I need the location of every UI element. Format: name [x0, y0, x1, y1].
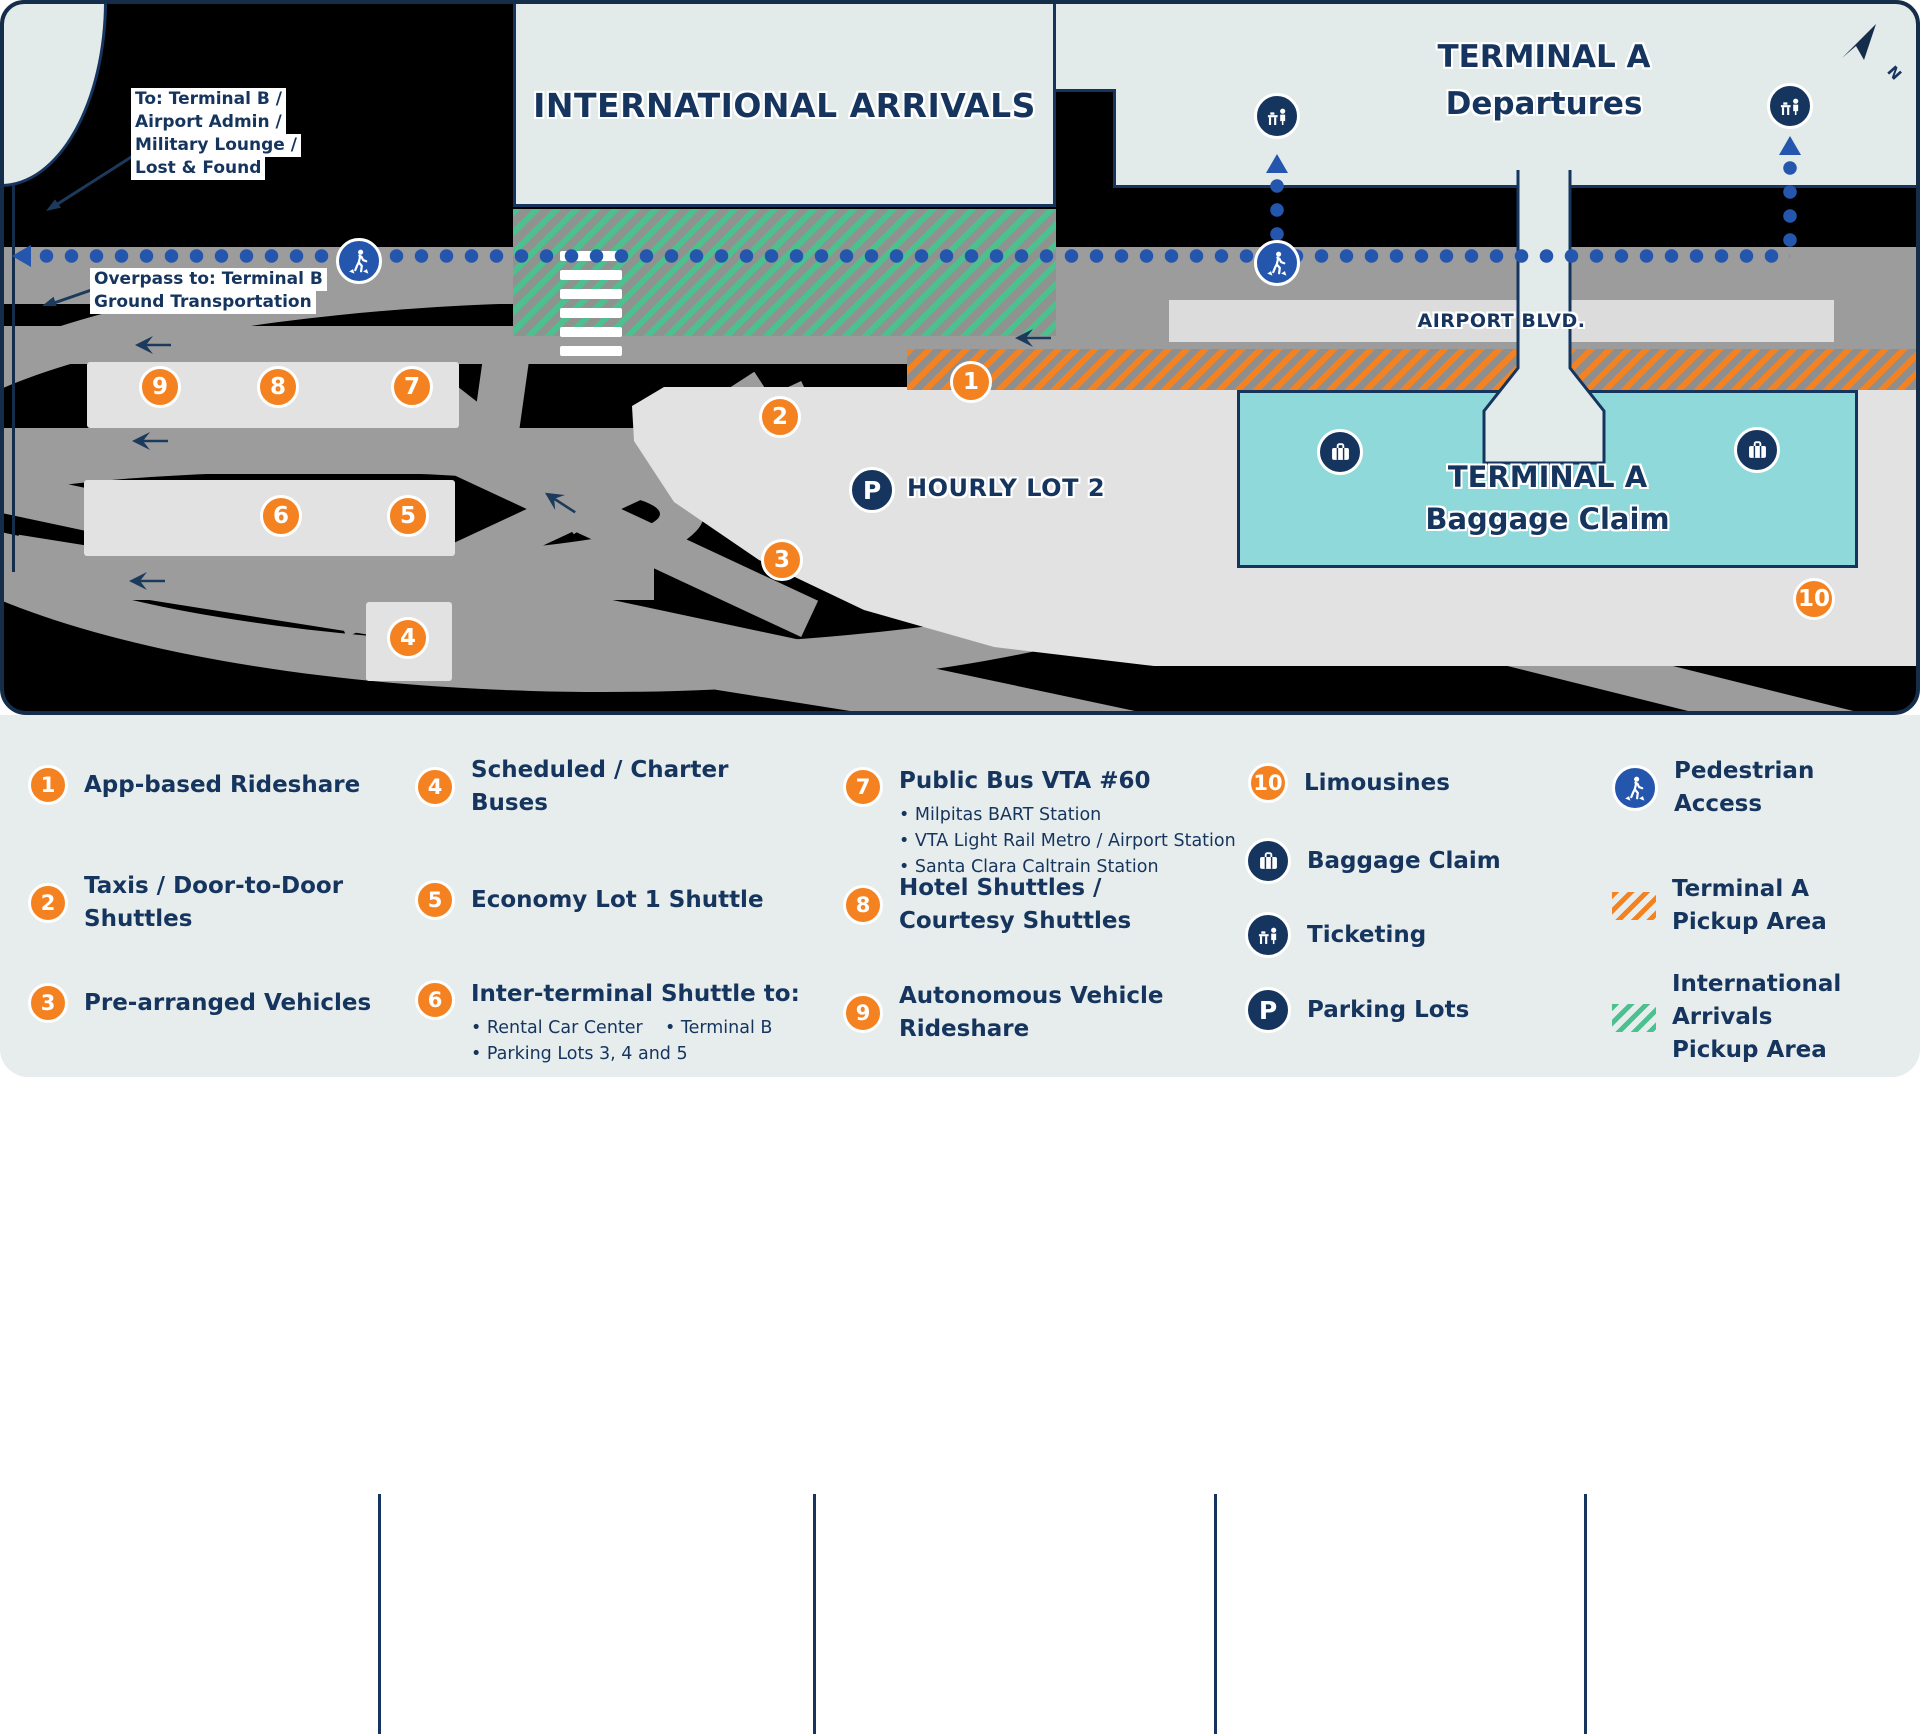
- terminal-map: N P 1 2 3 4 5 6 7 8 9 10 INTERNATIONAL A…: [0, 0, 1920, 715]
- crosswalk-bar: [560, 289, 622, 299]
- terminal-b-direction-building: [4, 4, 107, 187]
- parking-icon: P: [849, 467, 895, 513]
- parking-letter: P: [1258, 995, 1278, 1025]
- building-notch: [1054, 89, 1116, 188]
- legend-item-pedestrian-access: Pedestrian Access: [1612, 755, 1814, 821]
- legend-badge-10: 10: [1248, 763, 1288, 803]
- legend-item-autonomous-rideshare: 9 Autonomous Vehicle Rideshare: [843, 980, 1164, 1046]
- crosswalk-bar: [560, 327, 622, 337]
- pedestrian-route-horizontal: [34, 248, 1790, 264]
- legend-badge-4: 4: [415, 767, 455, 807]
- legend-badge-3: 3: [28, 983, 68, 1023]
- legend-badge-5: 5: [415, 880, 455, 920]
- map-marker-8: 8: [257, 366, 299, 408]
- route-arrow-left: [12, 245, 31, 267]
- route-arrow-up-1: [1266, 154, 1288, 173]
- overpass-label: Overpass to: Terminal B Ground Transport…: [90, 268, 327, 314]
- pedestrian-crossing-icon: [1254, 240, 1300, 286]
- ticketing-icon: [1254, 93, 1300, 139]
- international-arrivals-building: [513, 4, 1056, 207]
- airport-blvd-label: AIRPORT BLVD.: [1417, 310, 1586, 332]
- map-marker-2: 2: [759, 396, 801, 438]
- legend-divider: [813, 1494, 816, 1734]
- legend-item-prearranged: 3 Pre-arranged Vehicles: [28, 983, 371, 1023]
- ticketing-icon: [1767, 83, 1813, 129]
- legend-item-baggage-claim: Baggage Claim: [1245, 838, 1501, 884]
- airport-blvd-band: [1169, 300, 1834, 342]
- legend-divider: [1584, 1494, 1587, 1734]
- left-road-edge-line: [12, 182, 15, 572]
- to-terminal-b-label: To: Terminal B / Airport Admin / Militar…: [131, 88, 301, 180]
- legend-item-app-rideshare: 1 App-based Rideshare: [28, 765, 360, 805]
- legend-badge-2: 2: [28, 883, 68, 923]
- parking-icon: P: [1245, 987, 1291, 1033]
- terminal-walkway: [1482, 170, 1606, 465]
- baggage-claim-icon: [1734, 427, 1780, 473]
- legend-item-charter-buses: 4 Scheduled / Charter Buses: [415, 754, 728, 820]
- route-arrow-up-2: [1779, 136, 1801, 155]
- legend-item-parking-lots: P Parking Lots: [1245, 987, 1469, 1033]
- legend-badge-7: 7: [843, 767, 883, 807]
- legend-divider: [1214, 1494, 1217, 1734]
- legend-item-taxis: 2 Taxis / Door-to-Door Shuttles: [28, 870, 343, 936]
- pedestrian-route-vertical-2: [1782, 156, 1798, 250]
- pedestrian-route-vertical-1: [1269, 174, 1285, 250]
- crosswalk-bar: [560, 308, 622, 318]
- international-arrivals-pickup-swatch: [1612, 1003, 1656, 1032]
- map-marker-6: 6: [260, 495, 302, 537]
- terminal-a-pickup-swatch: [1612, 892, 1656, 920]
- baggage-claim-icon: [1317, 429, 1363, 475]
- legend-panel: 1 App-based Rideshare 2 Taxis / Door-to-…: [0, 715, 1920, 1734]
- hourly-lot-label: HOURLY LOT 2: [907, 474, 1106, 502]
- legend-badge-6: 6: [415, 980, 455, 1020]
- legend-badge-8: 8: [843, 885, 883, 925]
- legend-item-public-bus: 7 Public Bus VTA #60 • Milpitas BART Sta…: [843, 765, 1236, 880]
- legend-item-economy-shuttle: 5 Economy Lot 1 Shuttle: [415, 880, 764, 920]
- legend-divider: [378, 1494, 381, 1734]
- legend-item-terminal-a-pickup: Terminal A Pickup Area: [1612, 873, 1827, 939]
- legend-badge-1: 1: [28, 765, 68, 805]
- terminal-a-baggage-title: TERMINAL A Baggage Claim: [1425, 460, 1670, 536]
- pedestrian-crossing-icon: [336, 238, 382, 284]
- map-marker-9: 9: [139, 366, 181, 408]
- map-marker-1: 1: [950, 361, 992, 403]
- map-marker-5: 5: [387, 495, 429, 537]
- legend-item-ticketing: Ticketing: [1245, 912, 1426, 958]
- legend-item-international-pickup: International Arrivals Pickup Area: [1612, 968, 1841, 1067]
- legend-item-limousines: 10 Limousines: [1248, 763, 1450, 803]
- terminal-a-departures-title: TERMINAL A Departures: [1437, 39, 1651, 122]
- crosswalk-bar: [560, 270, 622, 280]
- international-arrivals-title: INTERNATIONAL ARRIVALS: [533, 86, 1036, 125]
- map-marker-4: 4: [387, 617, 429, 659]
- legend-item-hotel-shuttles: 8 Hotel Shuttles / Courtesy Shuttles: [843, 872, 1131, 938]
- parking-letter: P: [862, 475, 882, 505]
- legend-item-interterminal-shuttle: 6 Inter-terminal Shuttle to: • Rental Ca…: [415, 978, 800, 1067]
- terminal-a-pickup-area: [907, 349, 1916, 390]
- map-marker-10: 10: [1793, 578, 1835, 620]
- map-marker-7: 7: [391, 366, 433, 408]
- baggage-claim-icon: [1245, 838, 1291, 884]
- crosswalk-bar: [560, 346, 622, 356]
- pedestrian-icon: [1612, 765, 1658, 811]
- ticketing-icon: [1245, 912, 1291, 958]
- legend-badge-9: 9: [843, 993, 883, 1033]
- map-marker-3: 3: [761, 539, 803, 581]
